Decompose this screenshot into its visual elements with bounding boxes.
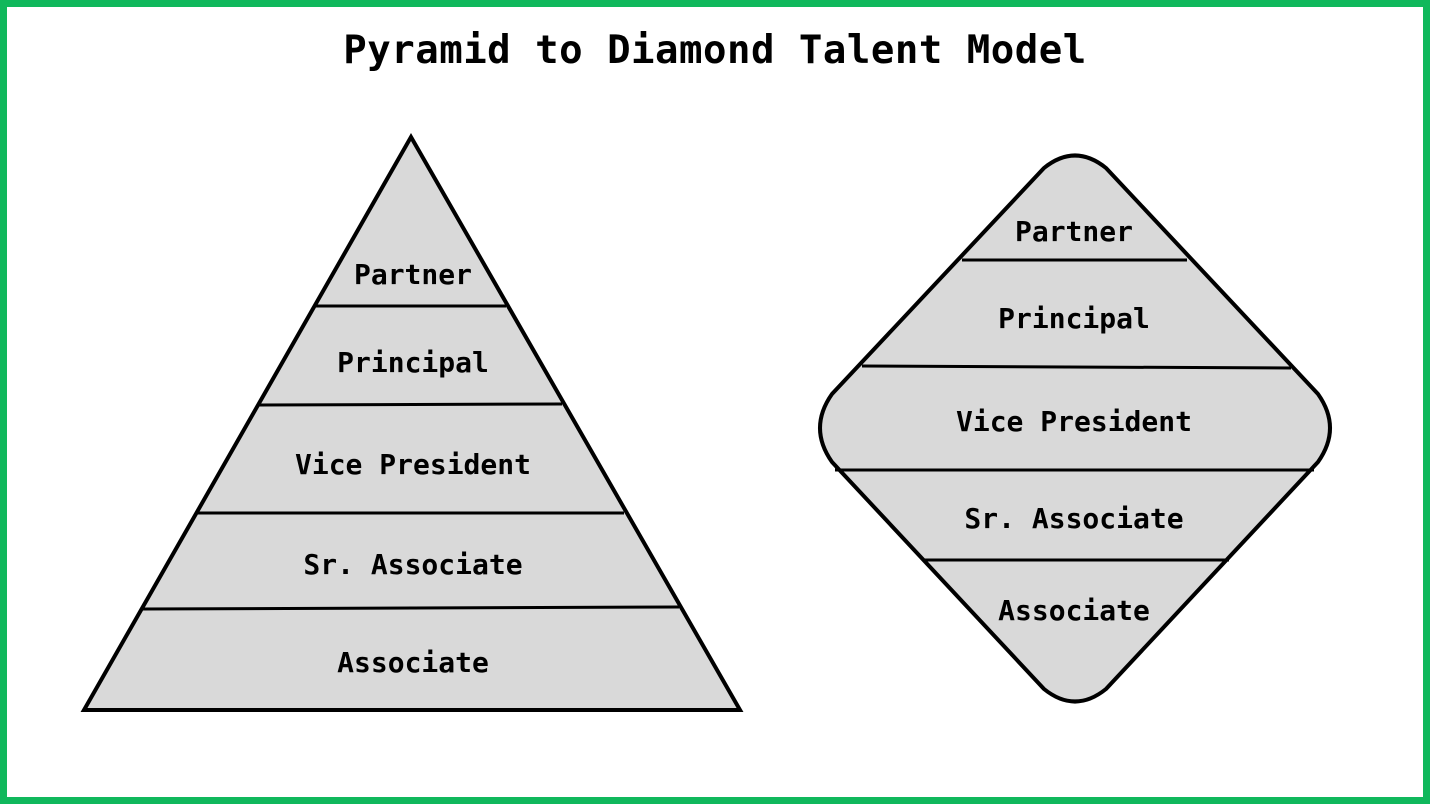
diamond-shape: Partner Principal Vice President Sr. Ass…	[818, 153, 1332, 704]
pyramid-level-principal: Principal	[337, 346, 489, 379]
diamond-level-partner: Partner	[1015, 215, 1133, 248]
pyramid-outline	[80, 132, 744, 712]
pyramid-level-associate: Associate	[337, 646, 489, 679]
pyramid-level-sr-associate: Sr. Associate	[303, 548, 522, 581]
diamond-outline	[818, 153, 1332, 704]
diamond-level-associate: Associate	[998, 594, 1150, 627]
pyramid-level-partner: Partner	[354, 258, 472, 291]
pyramid-level-vice-president: Vice President	[295, 448, 531, 481]
diamond-divider	[861, 364, 1292, 370]
diamond-level-sr-associate: Sr. Associate	[964, 502, 1183, 535]
diamond-level-principal: Principal	[998, 302, 1150, 335]
pyramid-divider	[141, 605, 680, 611]
pyramid-divider	[258, 402, 563, 407]
diagram-title: Pyramid to Diamond Talent Model	[343, 28, 1087, 73]
pyramid-shape: Partner Principal Vice President Sr. Ass…	[80, 132, 744, 712]
diamond-level-vice-president: Vice President	[956, 405, 1192, 438]
